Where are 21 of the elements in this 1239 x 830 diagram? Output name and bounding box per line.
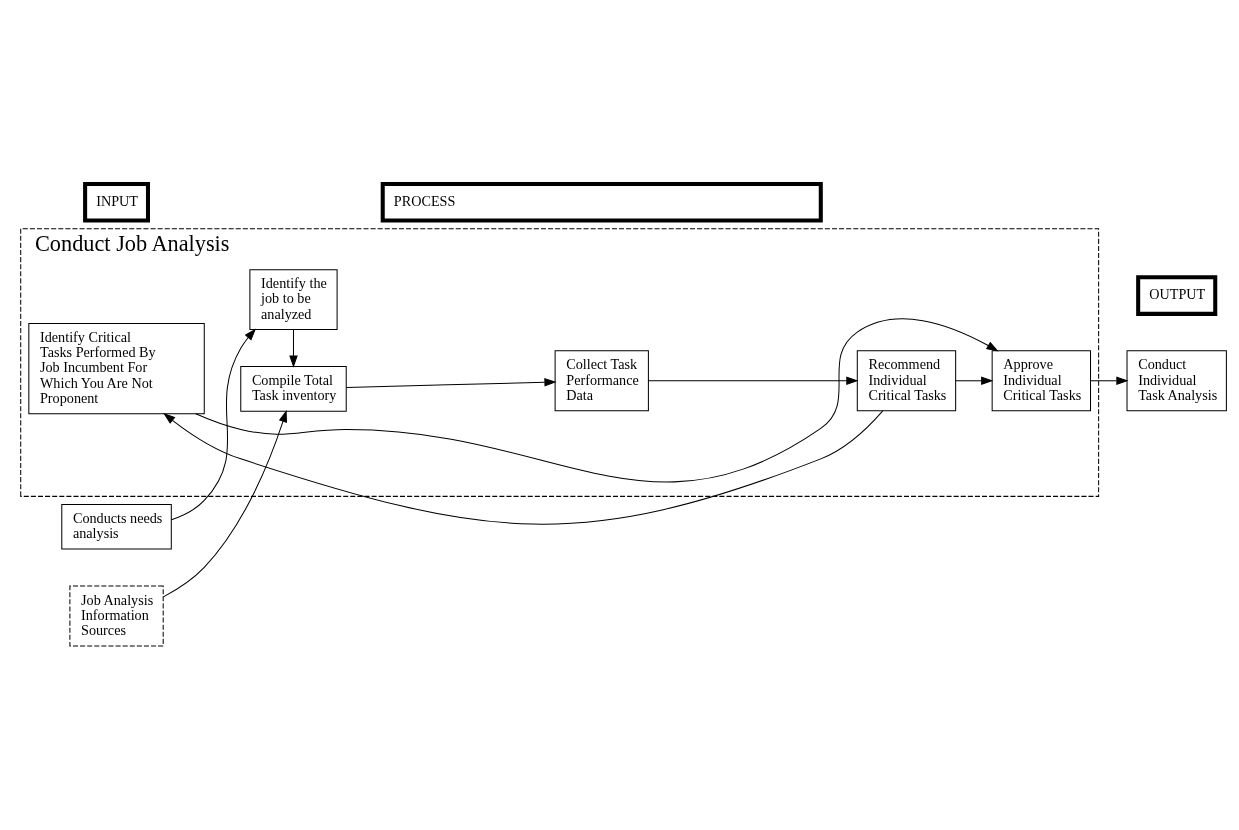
arrow: [170, 328, 256, 521]
node-box: Identify the job to be analyzed: [249, 269, 338, 331]
node-box: Conducts needs analysis: [61, 504, 172, 550]
node-box: Identify Critical Tasks Performed By Job Incumbent For Which You Are Not Proponent: [28, 322, 205, 415]
arrow: [345, 378, 557, 388]
node-box: INPUT: [83, 182, 150, 223]
arrow: [162, 410, 287, 598]
node-box: Job Analysis Information Sources: [69, 585, 164, 647]
arrow: [955, 376, 994, 386]
arrow: [1090, 376, 1129, 386]
node-box: Recommend Individual Critical Tasks: [856, 350, 957, 412]
node-box: Conduct Individual Task Analysis: [1126, 350, 1227, 412]
node-box: PROCESS: [380, 182, 823, 223]
arrow: [647, 376, 859, 386]
node-box: OUTPUT: [1136, 275, 1218, 316]
arrow: [289, 329, 298, 368]
node-box: Collect Task Performance Data: [554, 350, 649, 412]
arrow: [163, 410, 884, 525]
node-box: Compile Total Task inventory: [240, 366, 347, 412]
arrow: [195, 318, 999, 483]
node-box: Approve Individual Critical Tasks: [991, 350, 1091, 412]
